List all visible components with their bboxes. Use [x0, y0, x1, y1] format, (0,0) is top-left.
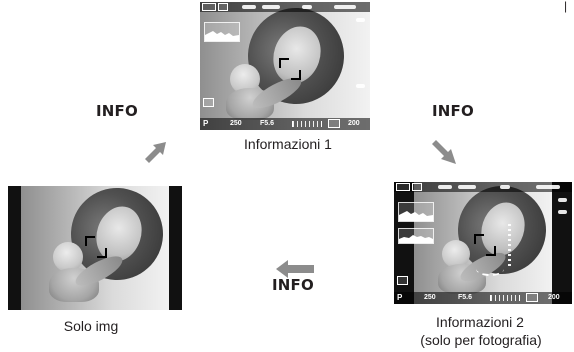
- histogram-icon: [205, 31, 239, 41]
- baby-head: [442, 240, 470, 268]
- arrow-up-right-icon: [145, 142, 166, 163]
- bottom-info-bar: [394, 292, 572, 304]
- side-readout-1: [356, 18, 365, 22]
- iso-icon: [526, 293, 538, 302]
- top-info-bar: [394, 182, 572, 192]
- caption-informazioni-1: Informazioni 1: [244, 136, 332, 152]
- informazioni-2-screen: P 250 F5.6 200: [394, 182, 572, 304]
- vertical-level-gauge: [508, 224, 511, 266]
- iso-value: 200: [348, 120, 360, 127]
- top-readout-3: [500, 185, 510, 189]
- arrow-left-icon: [276, 260, 314, 278]
- histogram-icon: [399, 211, 433, 221]
- horizontal-level-gauge: [476, 262, 504, 276]
- top-readout-4: [536, 185, 560, 189]
- informazioni-1-screen: P 250 F5.6 200: [200, 2, 370, 130]
- baby-head: [53, 242, 83, 272]
- aperture-value: F5.6: [458, 294, 473, 301]
- af-frame-icon: [85, 236, 107, 258]
- card-icon: [412, 183, 422, 191]
- shutter-speed: 250: [230, 120, 242, 127]
- solo-img-screen: [8, 186, 182, 310]
- aperture-value: F5.6: [260, 120, 275, 127]
- battery-icon: [396, 183, 410, 191]
- shooting-mode: P: [397, 293, 403, 302]
- iso-icon: [328, 119, 340, 128]
- top-readout-1: [438, 185, 452, 189]
- battery-icon: [202, 3, 216, 11]
- side-readout-2: [558, 210, 567, 214]
- shutter-speed: 250: [424, 294, 436, 301]
- photo-preview: [414, 182, 552, 304]
- top-readout-2: [262, 5, 280, 9]
- caption-solo-img: Solo img: [63, 318, 119, 334]
- top-readout-4: [334, 5, 356, 9]
- af-frame-icon: [279, 58, 301, 80]
- af-frame-icon: [474, 234, 496, 256]
- side-readout-2: [356, 84, 365, 88]
- info-label-bottom: INFO: [272, 276, 314, 294]
- drive-mode-icon: [397, 276, 408, 285]
- arrow-down-right-icon: [432, 140, 456, 164]
- top-readout-3: [302, 5, 312, 9]
- bottom-info-bar: [200, 118, 370, 130]
- drive-mode-icon: [203, 98, 214, 107]
- top-readout-2: [458, 185, 476, 189]
- top-info-bar: [200, 2, 370, 12]
- side-readout-1: [558, 198, 567, 202]
- caption-informazioni-2-line2: (solo per fotografia): [420, 332, 542, 348]
- info-label-right: INFO: [432, 102, 474, 120]
- card-icon: [218, 3, 228, 11]
- shooting-mode: P: [203, 119, 209, 128]
- photo-preview: [200, 2, 370, 130]
- exposure-scale: [490, 295, 520, 301]
- histogram-secondary-icon: [399, 235, 433, 243]
- caption-informazioni-2-line1: Informazioni 2: [436, 314, 524, 330]
- histogram: [204, 22, 240, 42]
- page-corner-mark: |: [564, 0, 568, 13]
- info-label-left: INFO: [96, 102, 138, 120]
- histogram: [398, 202, 434, 222]
- exposure-scale: [292, 121, 322, 127]
- iso-value: 200: [548, 294, 560, 301]
- photo-preview: [21, 186, 169, 310]
- histogram-secondary: [398, 228, 434, 244]
- top-readout-1: [242, 5, 256, 9]
